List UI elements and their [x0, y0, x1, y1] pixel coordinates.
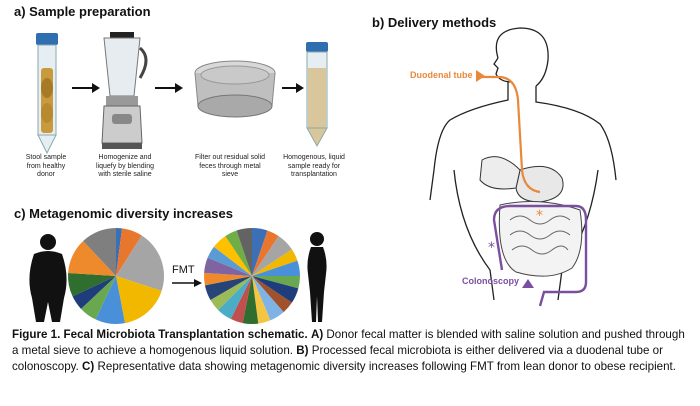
body-diagram: * * [429, 27, 617, 307]
pie-chart-after-slice-7 [252, 276, 292, 313]
caption-c-letter: C) [82, 360, 95, 373]
pie-chart-before-slice-7 [68, 272, 116, 297]
pie-chart-before-slice-1 [116, 228, 142, 276]
pie-chart-after-slice-10 [242, 276, 259, 324]
pie-chart-after-slice-1 [252, 230, 279, 276]
fmt-label: FMT [172, 264, 195, 276]
pie-chart-after-slice-6 [252, 276, 299, 303]
stool-tube-icon [36, 33, 58, 155]
duodenal-arrow-icon [476, 70, 485, 82]
pie-chart-before-slice-5 [81, 276, 116, 320]
duodenal-tube-label: Duodenal tube [410, 70, 473, 80]
caption-label: Figure 1. Fecal Microbiota Transplantati… [12, 328, 308, 341]
pie-chart-after-slice-15 [204, 272, 252, 286]
pie-chart-after-slice-5 [252, 276, 300, 289]
pie-chart-after-slice-16 [204, 257, 252, 276]
pie-chart-after-slice-17 [207, 246, 252, 276]
step-4-caption: Homogenous, liquid sample ready for tran… [283, 154, 345, 178]
caption-a-text: Donor fecal matter is blended with salin… [12, 328, 685, 357]
sieve-icon [194, 60, 276, 118]
pie-chart-after-slice-13 [210, 276, 252, 310]
step-1-caption: Stool sample from healthy donor [25, 154, 67, 178]
pie-chart-before-slice-9 [83, 228, 116, 276]
colonoscopy-label: Colonoscopy [462, 276, 520, 286]
pie-chart-after-slice-2 [252, 236, 292, 276]
panel-c-title: c) Metagenomic diversity increases [14, 206, 233, 221]
pie-chart-after-slice-0 [252, 228, 268, 276]
fmt-arrow-icon [172, 279, 202, 287]
pie-chart-after-slice-20 [236, 228, 252, 276]
pie-chart-after-slice-18 [213, 236, 252, 276]
caption-a-letter: A) [310, 328, 324, 341]
pie-chart-before-slice-3 [116, 276, 162, 324]
pie-chart-before [68, 228, 164, 324]
pie-chart-before-slice-8 [68, 241, 116, 276]
panel-b-title: b) Delivery methods [372, 15, 497, 30]
pie-chart-after-slice-3 [252, 249, 298, 276]
svg-text:*: * [488, 240, 495, 256]
pie-chart-before-slice-6 [72, 276, 116, 309]
pie-chart-before-slice-4 [95, 276, 125, 324]
panel-a-title: a) Sample preparation [14, 4, 151, 19]
pie-chart-after-slice-12 [218, 276, 252, 320]
pie-chart-after-slice-14 [204, 276, 252, 300]
figure-caption: Figure 1. Fecal Microbiota Transplantati… [12, 327, 692, 375]
step-2-caption: Homogenize and liquefy by blending with … [96, 154, 154, 178]
panel-a-illustration [36, 32, 328, 155]
svg-text:*: * [536, 208, 543, 224]
pie-chart-before-slice-2 [116, 235, 164, 291]
caption-b-letter: B) [296, 344, 309, 357]
obese-silhouette-icon [29, 234, 67, 322]
pie-chart-after-slice-11 [230, 276, 252, 324]
pie-chart-before-slice-0 [116, 228, 123, 276]
pie-chart-after-slice-19 [225, 230, 252, 276]
pie-chart-after-slice-9 [252, 276, 271, 324]
caption-c-text: Representative data showing metagenomic … [97, 360, 676, 373]
caption-b-text: Processed fecal microbiota is either del… [12, 344, 663, 373]
pie-chart-after-slice-8 [252, 276, 284, 321]
colonoscopy-arrow-icon [522, 279, 534, 288]
lean-silhouette-icon [307, 232, 327, 322]
pie-chart-after [204, 228, 300, 324]
step-3-caption: Filter out residual solid feces through … [194, 154, 266, 178]
pie-chart-after-slice-4 [252, 260, 300, 276]
blender-icon [101, 32, 148, 149]
liquid-tube-icon [306, 42, 328, 148]
